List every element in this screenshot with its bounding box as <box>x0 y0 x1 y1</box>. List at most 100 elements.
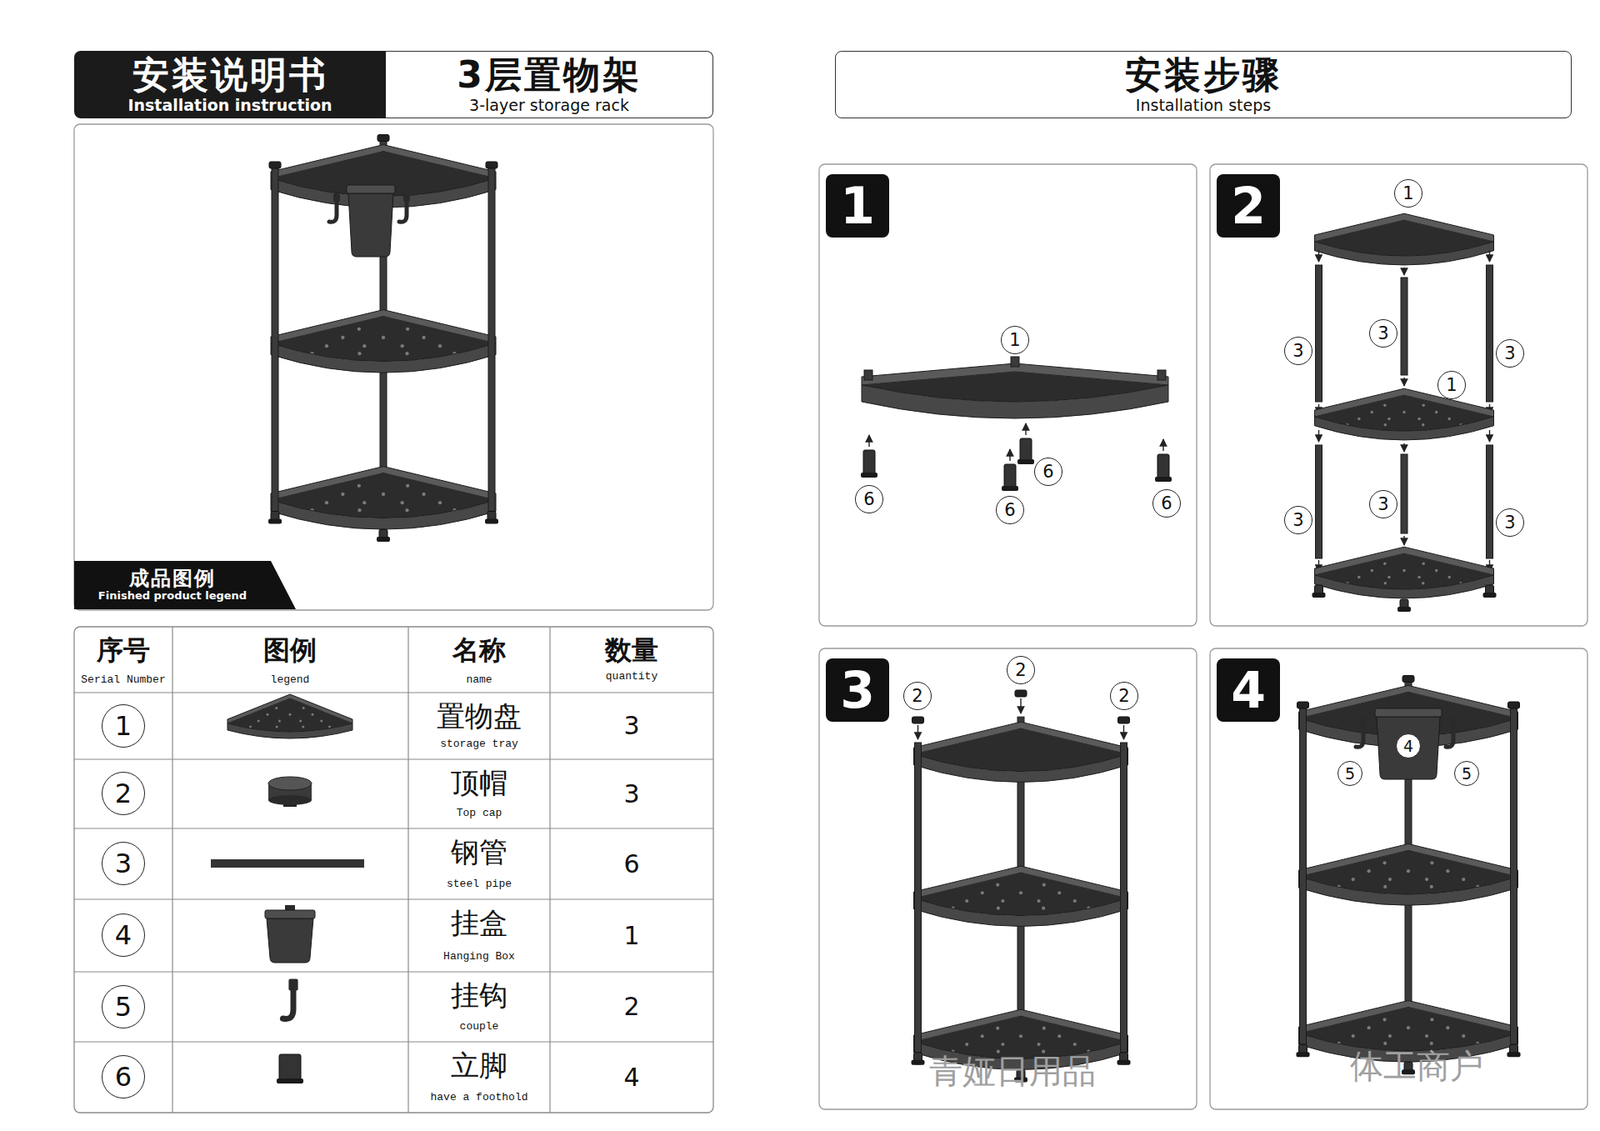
tray-hole <box>325 344 329 348</box>
callout-number: 2 <box>101 771 145 815</box>
watermark: 体工商户 <box>1325 1046 1509 1085</box>
steel-pipe <box>1120 742 1128 1053</box>
tray-hole <box>357 508 361 512</box>
assembly-arrow <box>917 725 919 740</box>
assembly-arrow <box>1403 535 1405 545</box>
step-2-figure <box>1312 213 1497 612</box>
tray-hole <box>965 899 969 903</box>
tray-hole <box>996 906 1000 910</box>
callout-number: 1 <box>1437 370 1466 400</box>
steel-pipe <box>488 166 495 512</box>
tray-hole <box>1435 410 1438 414</box>
pipe-icon <box>210 859 365 868</box>
title-box-text: Installation instruction <box>127 96 332 115</box>
tray-hole <box>421 335 425 340</box>
part-name-english: storage tray <box>410 738 549 751</box>
callout-number: 3 <box>101 841 145 885</box>
tray-front-lip <box>861 385 1169 419</box>
callout-number: 6 <box>995 495 1025 525</box>
tray-hole <box>405 508 409 512</box>
callout-number-text: 5 <box>1345 765 1355 782</box>
tray-hole <box>1384 581 1387 585</box>
tray-hole <box>1387 575 1390 579</box>
illustration <box>74 124 1588 1113</box>
table-column-rule <box>171 626 173 1113</box>
table-row-rule <box>74 1040 714 1042</box>
tray-hole <box>1421 581 1425 585</box>
table-header-english: Serial Number <box>75 674 171 687</box>
tray-hole <box>1445 869 1450 873</box>
top-cap <box>1402 675 1415 682</box>
assembly-arrow <box>1489 250 1490 262</box>
callout-number-text: 2 <box>1015 661 1026 680</box>
tray-hole <box>320 719 323 722</box>
tray-hole <box>299 719 302 722</box>
tray-hole <box>1417 575 1420 579</box>
tray-hole <box>1041 906 1045 910</box>
panel-frame <box>74 124 714 610</box>
foot-base <box>1483 592 1497 598</box>
tray-hole <box>1383 404 1386 407</box>
tray-hole <box>1057 890 1061 895</box>
legend-tag: 成品图例Finished product legend <box>74 560 296 610</box>
legend-tag-text: Finished product legend <box>98 590 247 603</box>
table-header: 序号 <box>75 635 171 666</box>
tray-hole <box>1387 417 1390 420</box>
assembly-arrow <box>1009 449 1010 461</box>
top-cap <box>912 716 925 724</box>
tray-hole <box>1370 569 1374 572</box>
tray-hole <box>257 719 260 722</box>
panel-frame <box>819 648 1197 1110</box>
tray-hole <box>278 719 281 722</box>
tray-hole <box>1447 417 1450 420</box>
callout-number-text: 3 <box>1292 511 1304 530</box>
part-name: 顶帽 <box>410 766 549 800</box>
quantity: 6 <box>551 850 712 880</box>
tray-hole <box>1351 1034 1355 1038</box>
part-name-english: couple <box>410 1020 549 1034</box>
part-name: 置物盘 <box>410 700 549 733</box>
top-cap <box>485 161 498 169</box>
foot-base <box>1507 1051 1521 1057</box>
hanging-box-body <box>348 193 394 257</box>
step-badge-text: 1 <box>840 177 875 235</box>
tray-hole <box>275 706 278 710</box>
step-badge-text: 3 <box>840 661 875 720</box>
foot-base <box>276 1078 304 1084</box>
hook-body <box>282 983 294 1019</box>
callout-number-text: 6 <box>1004 501 1015 520</box>
tray-hole <box>362 344 366 348</box>
callout-number-text: 2 <box>911 687 923 705</box>
callout-number: 3 <box>1495 508 1525 537</box>
hook-body <box>1445 721 1454 747</box>
callout-number-text: 5 <box>1461 765 1472 782</box>
table-header: 数量 <box>551 635 712 666</box>
tray-hole <box>1388 1034 1392 1038</box>
tray-front-lip <box>1315 575 1495 599</box>
callout-number: 2 <box>903 681 932 710</box>
assembly-arrow <box>868 435 870 447</box>
tray-hole <box>438 344 442 348</box>
tray-hole <box>381 492 385 496</box>
tray-hole <box>1430 885 1434 889</box>
hanging-box-rim <box>346 185 395 194</box>
step-badge: 3 <box>825 658 890 722</box>
tray-hole <box>405 484 410 488</box>
table-header: 图例 <box>175 635 405 666</box>
tray-front-lip <box>270 500 496 530</box>
assembly-arrow <box>1403 267 1405 275</box>
tray-hole <box>1425 1034 1429 1038</box>
callout-number: 3 <box>1284 336 1313 365</box>
foot-body <box>279 1054 301 1083</box>
callout-number-text: 6 <box>115 1063 132 1090</box>
tray-front-lip <box>227 723 353 739</box>
tray-hole <box>405 327 410 331</box>
tray-hole <box>325 500 329 505</box>
part-name: 挂钩 <box>410 979 549 1012</box>
legend-tag-fill <box>74 560 296 610</box>
top-cap <box>1297 701 1310 709</box>
callout-number: 1 <box>101 704 145 748</box>
tray-hole <box>328 725 331 728</box>
table-column-rule <box>407 626 409 1113</box>
callout-number: 1 <box>1000 325 1030 355</box>
